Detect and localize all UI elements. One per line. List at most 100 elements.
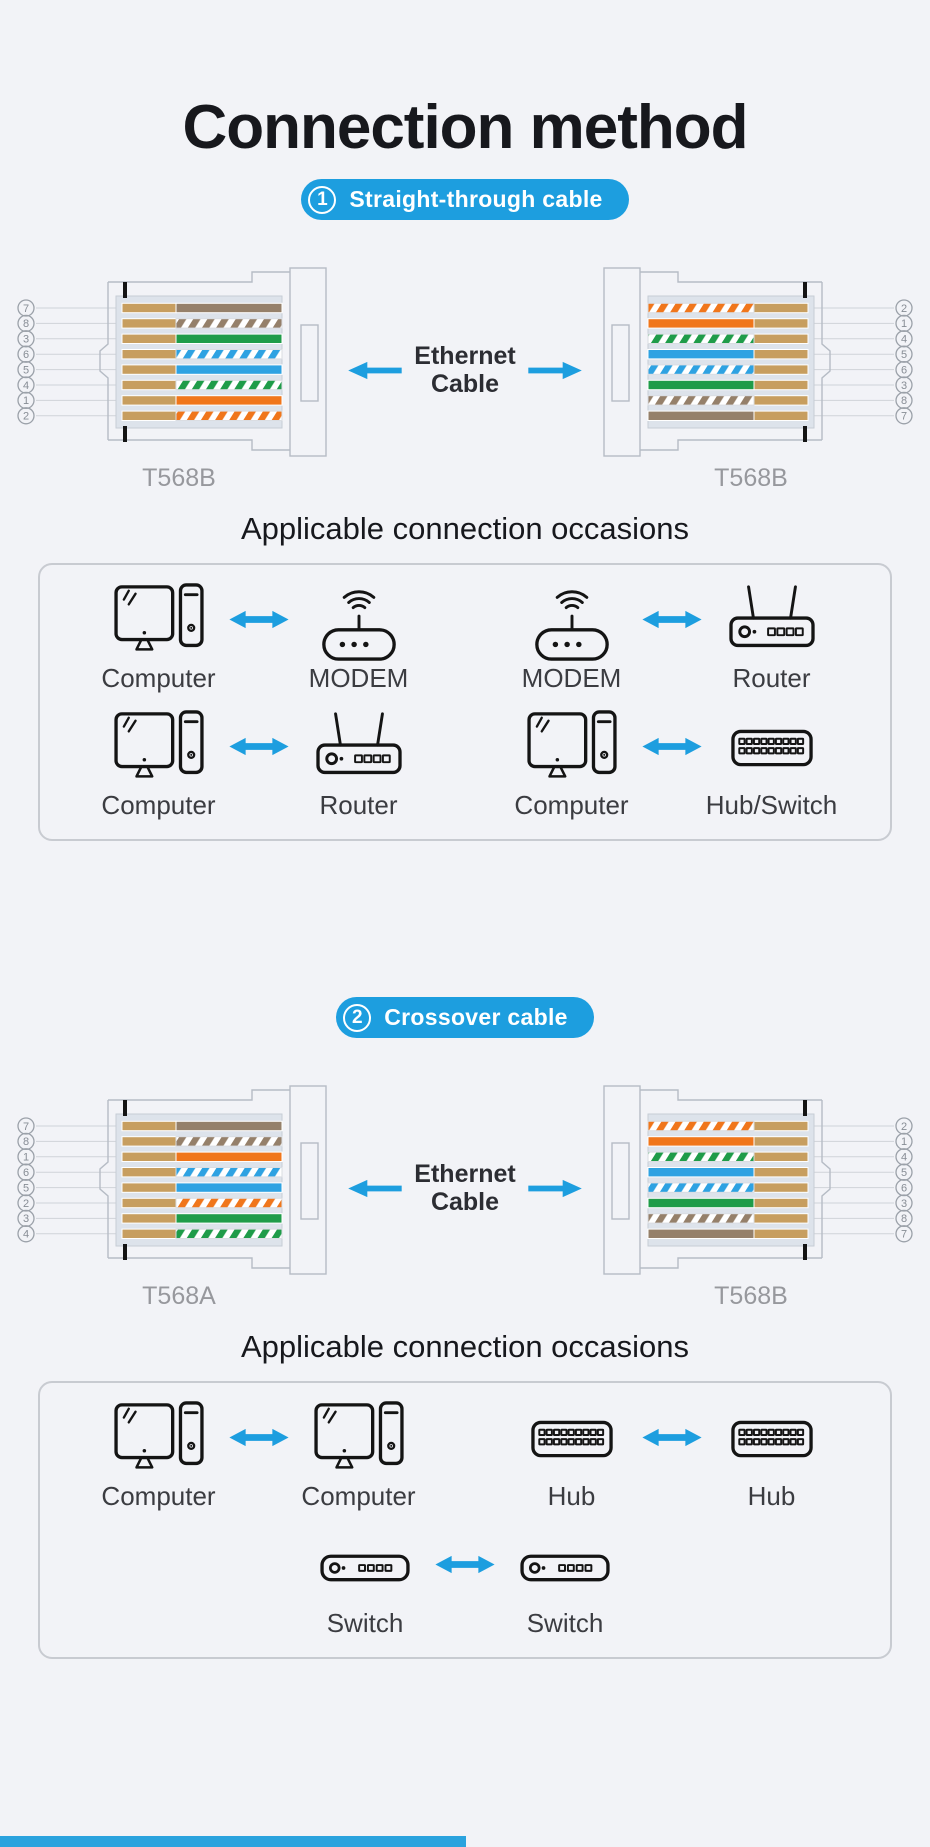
double-arrow-icon — [435, 1555, 495, 1574]
device-label: Computer — [101, 790, 216, 820]
svg-text:1: 1 — [23, 1152, 29, 1164]
double-arrow-icon — [228, 1428, 289, 1447]
svg-text:3: 3 — [901, 1198, 907, 1210]
svg-text:7: 7 — [901, 411, 907, 423]
svg-text:4: 4 — [901, 1152, 907, 1164]
double-arrow-icon — [228, 610, 289, 629]
device-pair: Computer Router — [52, 708, 465, 821]
cable-text-line1: Ethernet — [414, 1160, 516, 1188]
svg-text:3: 3 — [23, 1213, 29, 1225]
device-hub: Hub — [706, 1399, 838, 1512]
standard-label-left: T568A — [142, 1282, 216, 1310]
occasions-title: Applicable connection occasions — [240, 1329, 690, 1364]
svg-text:8: 8 — [23, 318, 29, 330]
switch-icon — [320, 1554, 410, 1582]
wires — [121, 1120, 283, 1240]
router-icon — [315, 712, 402, 775]
standard-label-left: T568B — [142, 464, 216, 492]
svg-text:6: 6 — [23, 349, 29, 361]
device-label: Switch — [526, 1608, 604, 1638]
svg-text:7: 7 — [901, 1229, 907, 1241]
svg-text:8: 8 — [901, 1213, 907, 1225]
device-label: Computer — [514, 790, 629, 820]
rj45-connector-right: 2 1 4 5 6 3 8 7 — [603, 267, 913, 457]
computer-icon — [113, 1401, 204, 1469]
device-pair: Computer Hub/Switch — [465, 708, 878, 821]
device-computer: Computer — [506, 708, 638, 821]
router-icon — [728, 585, 815, 648]
double-arrow-icon — [641, 737, 702, 756]
double-arrow-icon — [641, 610, 702, 629]
occasions-title: Applicable connection occasions — [240, 511, 690, 546]
svg-text:4: 4 — [23, 380, 29, 392]
device-label: Router — [319, 790, 398, 820]
computer-icon — [526, 710, 617, 778]
cable-text-line1: Ethernet — [414, 342, 516, 370]
standard-label-right: T568B — [714, 1282, 788, 1310]
device-switch: Switch — [299, 1526, 431, 1639]
device-label: Computer — [101, 663, 216, 693]
occasions-row: Computer Router Computer Hub/Switch — [52, 708, 878, 821]
double-arrow-icon — [641, 1428, 702, 1447]
svg-text:5: 5 — [901, 349, 907, 361]
device-pair: Computer MODEM — [52, 581, 465, 694]
svg-text:2: 2 — [901, 303, 907, 315]
svg-text:3: 3 — [23, 334, 29, 346]
svg-text:3: 3 — [901, 380, 907, 392]
switch-icon — [520, 1554, 610, 1582]
device-hub: Hub — [506, 1399, 638, 1512]
right-arrow-icon — [528, 1179, 582, 1197]
device-computer: Computer — [93, 708, 225, 821]
badge-number: 1 — [308, 185, 337, 214]
occasions-row: Switch Switch — [52, 1526, 878, 1639]
device-router: Router — [706, 581, 838, 694]
svg-text:5: 5 — [901, 1167, 907, 1179]
svg-text:6: 6 — [901, 1182, 907, 1194]
svg-text:6: 6 — [901, 364, 907, 376]
svg-text:6: 6 — [23, 1167, 29, 1179]
svg-text:5: 5 — [23, 1182, 29, 1194]
device-label: Switch — [326, 1608, 404, 1638]
wires — [647, 1120, 809, 1240]
device-label: Hub — [547, 1481, 596, 1511]
device-pair: Computer Computer — [52, 1399, 465, 1512]
device-computer: Computer — [293, 1399, 425, 1512]
device-switch: Switch — [499, 1526, 631, 1639]
device-label: Computer — [301, 1481, 416, 1511]
device-label: Computer — [101, 1481, 216, 1511]
right-arrow-icon — [528, 361, 582, 379]
device-modem: MODEM — [293, 581, 425, 694]
computer-icon — [113, 710, 204, 778]
device-modem: MODEM — [506, 581, 638, 694]
hub-icon — [730, 729, 813, 767]
wires — [121, 302, 283, 422]
svg-text:7: 7 — [23, 303, 29, 315]
hub-icon — [530, 1420, 613, 1458]
svg-text:4: 4 — [901, 334, 907, 346]
device-computer: Computer — [93, 1399, 225, 1512]
svg-text:1: 1 — [23, 395, 29, 407]
device-label: Hub/Switch — [705, 790, 838, 820]
svg-text:7: 7 — [23, 1121, 29, 1133]
device-computer: Computer — [93, 581, 225, 694]
svg-text:1: 1 — [901, 318, 907, 330]
svg-text:4: 4 — [23, 1229, 29, 1241]
modem-icon — [321, 590, 396, 661]
svg-text:8: 8 — [901, 395, 907, 407]
